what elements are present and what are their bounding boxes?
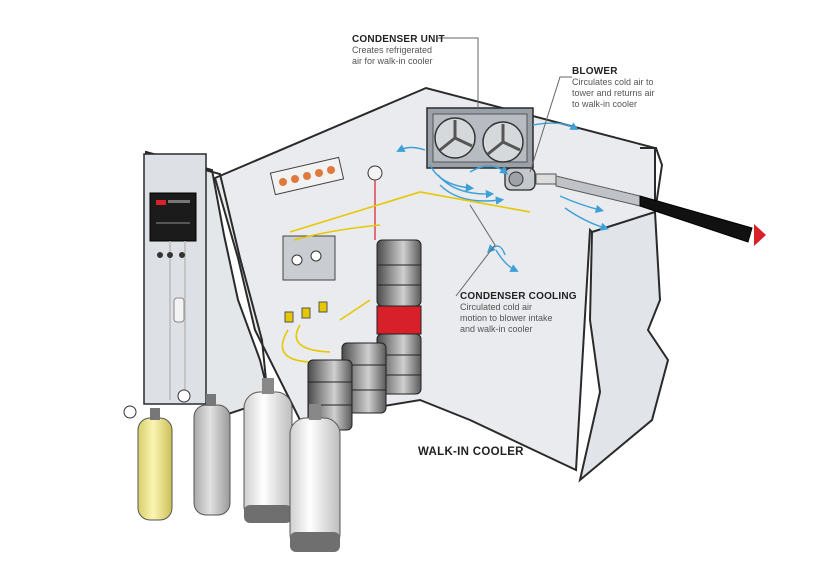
- tap-tower-panel: [143, 153, 207, 405]
- keg-icon: [376, 239, 422, 395]
- gas-cylinder-icon: [289, 404, 341, 552]
- secondary-regulators: [282, 235, 336, 323]
- condenser-fan-icon: [434, 117, 476, 159]
- beer-lines: [281, 191, 531, 363]
- blower-unit: [504, 167, 766, 246]
- callout-title: CONDENSER COOLING: [460, 291, 577, 302]
- condenser-unit: [426, 107, 534, 169]
- callout-leaders: [438, 37, 572, 297]
- airflow-arrows: [396, 122, 610, 272]
- callout-desc-line: Circulated cold air: [460, 302, 533, 312]
- gas-manifold: [269, 156, 383, 240]
- callout-desc-line: tower and returns air: [572, 88, 655, 98]
- callout-desc-line: Circulates cold air to: [572, 77, 654, 87]
- callout-desc-line: Creates refrigerated: [352, 45, 433, 55]
- condenser-fan-icon: [482, 121, 524, 163]
- cooler-right-wall: [578, 147, 670, 483]
- callout-title: CONDENSER UNIT: [352, 34, 445, 45]
- callout-desc-line: motion to blower intake: [460, 313, 553, 323]
- callout-desc-line: and walk-in cooler: [460, 324, 533, 334]
- regulator-icon: [291, 250, 322, 266]
- outlet-arrow-icon: [754, 224, 766, 246]
- callout-condenser-unit: CONDENSER UNIT Creates refrigerated air …: [352, 34, 445, 67]
- callout-title: BLOWER: [572, 66, 618, 77]
- gas-cylinder-icon: [123, 405, 173, 521]
- walk-in-cooler-label: WALK-IN COOLER: [418, 446, 524, 458]
- callout-condenser-cooling: CONDENSER COOLING Circulated cold air mo…: [460, 291, 577, 335]
- blower-icon: [504, 167, 536, 191]
- gas-cylinder-icon: [243, 378, 293, 523]
- callout-blower: BLOWER Circulates cold air to tower and …: [572, 66, 655, 110]
- gas-cylinders: [123, 378, 341, 552]
- callout-desc-line: to walk-in cooler: [572, 99, 638, 109]
- gas-cylinder-icon: [177, 389, 231, 516]
- callout-desc-line: air for walk-in cooler: [352, 56, 433, 66]
